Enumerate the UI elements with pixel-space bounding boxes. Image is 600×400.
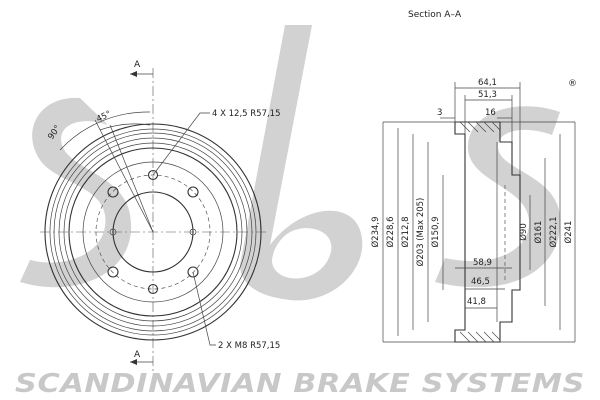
dim-46-5: 46,5: [471, 277, 490, 287]
dia-234-9: Ø234,9: [370, 216, 381, 247]
threaded-hole-3: [189, 228, 197, 236]
bolt-hole-3: [107, 266, 119, 278]
callout-leader-holes: [152, 112, 210, 176]
bolt-hole-2: [107, 186, 119, 198]
callout-threads: 2 X M8 R57,15: [218, 341, 280, 351]
dia-150-9: Ø150,9: [430, 216, 441, 247]
dim-64-1: 64,1: [478, 78, 497, 88]
section-marker-bottom: A: [134, 350, 141, 360]
angle-arc-45: [99, 123, 151, 131]
section-title: Section A–A: [408, 10, 462, 20]
dim-41-8: 41,8: [467, 297, 486, 307]
dia-90: Ø90: [518, 223, 529, 241]
angle-arc-90: [59, 111, 151, 151]
angle-line-90: [94, 119, 154, 233]
section-view: Section A–A 64,1 51,3 16 3 58,9 46,5 41,…: [370, 10, 576, 343]
dia-161: Ø161: [533, 221, 544, 244]
bolt-hole-4: [187, 266, 199, 278]
threaded-hole-2: [147, 283, 159, 295]
dia-228-6: Ø228,6: [385, 216, 396, 247]
drum-section-profile: [454, 121, 521, 343]
threaded-hole-1: [147, 169, 159, 181]
dim-51-3: 51,3: [478, 90, 497, 100]
dia-212-8: Ø212,8: [400, 216, 411, 247]
callout-leader-threads: [192, 271, 216, 346]
angle-label-45: 45°: [95, 109, 113, 124]
dia-203-max-205: Ø203 (Max 205): [415, 198, 426, 267]
dim-16: 16: [485, 108, 496, 118]
watermark-text: SCANDINAVIAN BRAKE SYSTEMS: [15, 369, 585, 399]
dia-241: Ø241: [563, 221, 574, 244]
sbs-logo-watermark: [20, 25, 561, 301]
angle-line-45: [109, 124, 154, 233]
threaded-hole-4: [109, 228, 117, 236]
section-marker-top: A: [134, 60, 141, 70]
drum-braking-surface: [68, 147, 238, 317]
registered-mark: ®: [568, 79, 577, 89]
bolt-hole-1: [187, 186, 199, 198]
callout-holes: 4 X 12,5 R57,15: [212, 109, 281, 119]
dim-58-9: 58,9: [473, 258, 492, 268]
dim-3: 3: [437, 108, 442, 118]
dia-222-1: Ø222,1: [548, 216, 559, 247]
